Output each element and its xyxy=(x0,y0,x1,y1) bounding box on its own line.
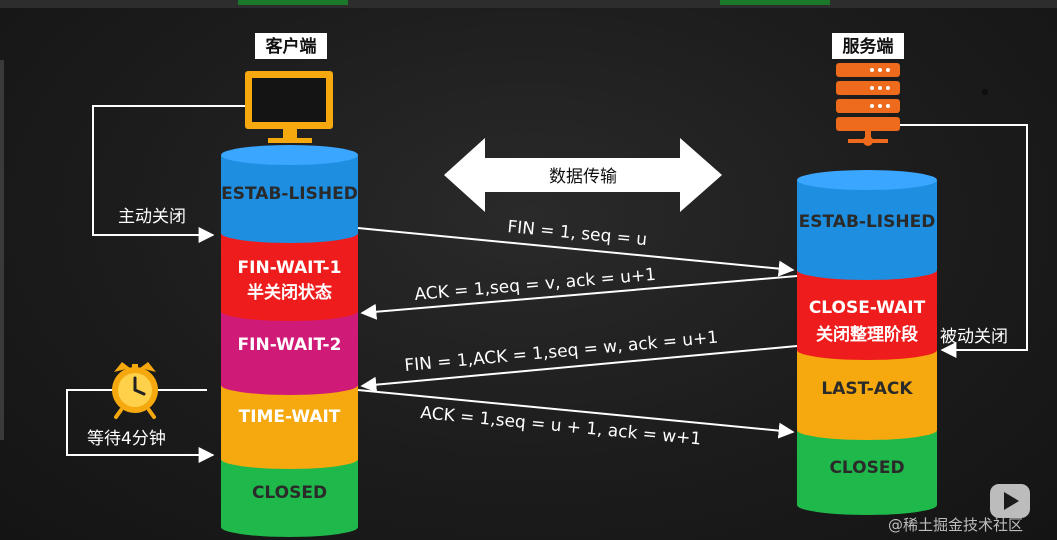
passive-close-label: 被动关闭 xyxy=(940,327,1008,347)
server-state-close-wait: CLOSE-WAIT xyxy=(809,298,926,318)
active-close-label: 主动关闭 xyxy=(118,207,186,227)
msg-arrow-fin-2 xyxy=(360,345,798,393)
passive-close-connector xyxy=(900,124,1028,358)
watermark-text: @稀土掘金技术社区 xyxy=(888,516,1023,534)
msg-text-fin-2: FIN = 1,ACK = 1,seq = w, ack = u+1 xyxy=(404,328,719,376)
play-logo-icon xyxy=(990,484,1030,518)
msg-arrow-ack-2 xyxy=(357,389,795,439)
server-label-box xyxy=(832,33,904,59)
client-state-fin-wait-2: FIN-WAIT-2 xyxy=(238,335,342,355)
active-close-connector xyxy=(92,105,245,243)
client-state-fin-wait-1: FIN-WAIT-1 xyxy=(238,258,342,278)
msg-arrow-ack-1 xyxy=(360,275,798,320)
client-state-established: ESTAB-LISHED xyxy=(221,184,358,204)
server-state-closed: CLOSED xyxy=(829,458,904,478)
server-state-established: ESTAB-LISHED xyxy=(799,212,936,232)
client-state-closed: CLOSED xyxy=(252,483,327,503)
top-accent-right xyxy=(720,0,830,5)
client-state-time-wait: TIME-WAIT xyxy=(239,407,341,427)
msg-arrow-fin-1 xyxy=(357,227,795,277)
client-label: 客户端 xyxy=(265,36,317,57)
monitor-icon xyxy=(245,71,333,143)
top-bar xyxy=(0,0,1057,8)
left-edge xyxy=(0,60,4,440)
dot xyxy=(982,89,988,95)
wait-label: 等待4分钟 xyxy=(87,429,166,449)
transfer-label: 数据传输 xyxy=(549,167,617,187)
server-label: 服务端 xyxy=(843,36,894,57)
client-state-fin-wait-1-desc: 半关闭状态 xyxy=(247,282,332,303)
top-accent-left xyxy=(238,0,348,5)
server-cylinder xyxy=(797,170,937,515)
server-icon xyxy=(836,63,900,146)
transfer-double-arrow xyxy=(444,138,722,212)
server-state-last-ack: LAST-ACK xyxy=(821,379,913,399)
client-label-box xyxy=(255,33,327,59)
server-state-close-wait-desc: 关闭整理阶段 xyxy=(816,324,918,345)
alarm-clock-icon xyxy=(112,362,158,419)
client-cylinder xyxy=(221,145,358,537)
